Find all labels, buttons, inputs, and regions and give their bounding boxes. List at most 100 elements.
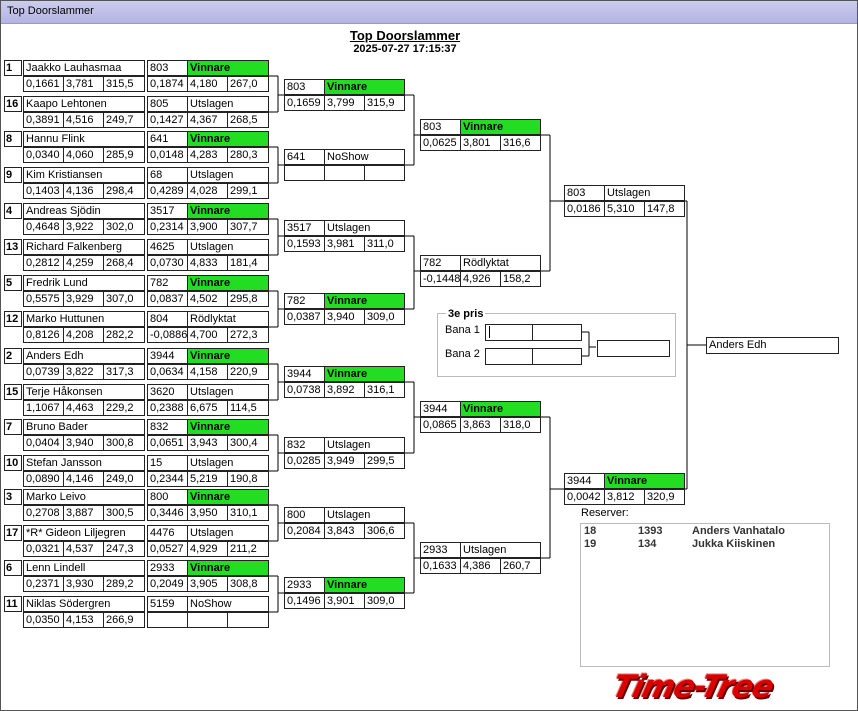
driver-name: Stefan Jansson <box>23 455 145 471</box>
reaction-time: 0,0404 <box>23 435 64 451</box>
reaction-time: 0,1593 <box>284 236 325 252</box>
speed: 268,5 <box>227 112 269 128</box>
reserve-pos: 18 <box>584 525 597 537</box>
elapsed-time: 3,843 <box>324 523 365 539</box>
result-cell: Vinnare <box>324 293 405 309</box>
reaction-time: 0,1496 <box>284 593 325 609</box>
elapsed-time: 3,940 <box>324 309 365 325</box>
seed-number: 8 <box>4 131 22 147</box>
result-cell: Vinnare <box>187 275 269 291</box>
title-bar[interactable]: Top Doorslammer <box>1 1 857 24</box>
speed: 300,5 <box>103 505 145 521</box>
elapsed-time: 4,700 <box>187 327 228 343</box>
third-place-title: 3e pris <box>446 308 486 320</box>
entry-id: 15 <box>147 455 188 471</box>
result-cell: Vinnare <box>324 577 405 593</box>
reaction-time: 0,0285 <box>284 453 325 469</box>
result-cell: Vinnare <box>604 473 685 489</box>
elapsed-time: 3,929 <box>63 291 104 307</box>
result-cell: Utslagen <box>324 437 405 453</box>
lane1-result-cell <box>532 324 582 341</box>
reserves-box: Reserver: 18 1393 Anders Vanhatalo 19 13… <box>580 507 830 667</box>
speed: 220,9 <box>227 364 269 380</box>
elapsed-time: 4,146 <box>63 471 104 487</box>
seed-number: 13 <box>4 239 22 255</box>
elapsed-time: 3,981 <box>324 236 365 252</box>
speed: 147,8 <box>644 201 685 217</box>
elapsed-time: 4,180 <box>187 76 228 92</box>
reaction-time <box>284 165 325 181</box>
page-title: Top Doorslammer <box>349 28 461 43</box>
seed-number: 7 <box>4 419 22 435</box>
speed: 306,6 <box>364 523 405 539</box>
speed: 299,1 <box>227 183 269 199</box>
result-cell: Utslagen <box>187 384 269 400</box>
entry-id: 3620 <box>147 384 188 400</box>
champion-cell: Anders Edh <box>706 337 839 354</box>
speed: 309,0 <box>364 309 405 325</box>
elapsed-time: 4,028 <box>187 183 228 199</box>
result-cell: Rödlyktat <box>187 311 269 327</box>
speed: 229,2 <box>103 400 145 416</box>
third-place-box: 3e pris Bana 1 Bana 2 <box>437 308 676 377</box>
speed: 309,0 <box>364 593 405 609</box>
result-cell: Utslagen <box>187 525 269 541</box>
driver-name: Fredrik Lund <box>23 275 145 291</box>
lane1-id-cell <box>485 324 533 341</box>
result-cell: Utslagen <box>604 185 685 201</box>
speed: 289,2 <box>103 576 145 592</box>
reaction-time: 0,1427 <box>147 112 188 128</box>
seed-number: 16 <box>4 96 22 112</box>
entry-id: 3517 <box>284 220 325 236</box>
result-cell: Vinnare <box>187 419 269 435</box>
seed-number: 11 <box>4 596 22 612</box>
driver-name: Richard Falkenberg <box>23 239 145 255</box>
reaction-time: -0,1448 <box>420 271 461 287</box>
reaction-time: 0,0527 <box>147 541 188 557</box>
seed-number: 12 <box>4 311 22 327</box>
driver-name: Marko Leivo <box>23 489 145 505</box>
lane2-id-cell <box>485 348 533 365</box>
reserves-title: Reserver: <box>581 507 629 519</box>
elapsed-time: 4,153 <box>63 612 104 628</box>
time-tree-logo: Time-Tree <box>608 669 777 705</box>
elapsed-time: 4,208 <box>63 327 104 343</box>
result-cell: Vinnare <box>187 560 269 576</box>
seed-number: 4 <box>4 203 22 219</box>
reaction-time: 0,2812 <box>23 255 64 271</box>
elapsed-time <box>324 165 365 181</box>
reaction-time: 0,0148 <box>147 147 188 163</box>
third-place-winner-cell <box>597 340 670 357</box>
reaction-time: 0,0625 <box>420 135 461 151</box>
entry-id: 2933 <box>284 577 325 593</box>
elapsed-time: 4,259 <box>63 255 104 271</box>
speed: 267,0 <box>227 76 269 92</box>
reaction-time: 0,0186 <box>564 201 605 217</box>
reaction-time: 0,3891 <box>23 112 64 128</box>
reaction-time: 0,0739 <box>23 364 64 380</box>
lane2-result-cell <box>532 348 582 365</box>
elapsed-time: 3,812 <box>604 489 645 505</box>
elapsed-time: 3,863 <box>460 417 501 433</box>
speed: 307,7 <box>227 219 269 235</box>
elapsed-time: 4,502 <box>187 291 228 307</box>
reaction-time: 1,1067 <box>23 400 64 416</box>
reaction-time: 0,2371 <box>23 576 64 592</box>
elapsed-time: 4,929 <box>187 541 228 557</box>
seed-number: 2 <box>4 348 22 364</box>
elapsed-time: 5,219 <box>187 471 228 487</box>
result-cell: Utslagen <box>187 96 269 112</box>
entry-id: 4625 <box>147 239 188 255</box>
entry-id: 68 <box>147 167 188 183</box>
elapsed-time: 3,781 <box>63 76 104 92</box>
entry-id: 3944 <box>420 401 461 417</box>
seed-number: 1 <box>4 60 22 76</box>
reaction-time: 0,1403 <box>23 183 64 199</box>
elapsed-time: 3,922 <box>63 219 104 235</box>
speed: 315,9 <box>364 95 405 111</box>
reaction-time: 0,1661 <box>23 76 64 92</box>
seed-number: 6 <box>4 560 22 576</box>
reaction-time: 0,1633 <box>420 558 461 574</box>
entry-id: 3944 <box>147 348 188 364</box>
speed: 247,3 <box>103 541 145 557</box>
